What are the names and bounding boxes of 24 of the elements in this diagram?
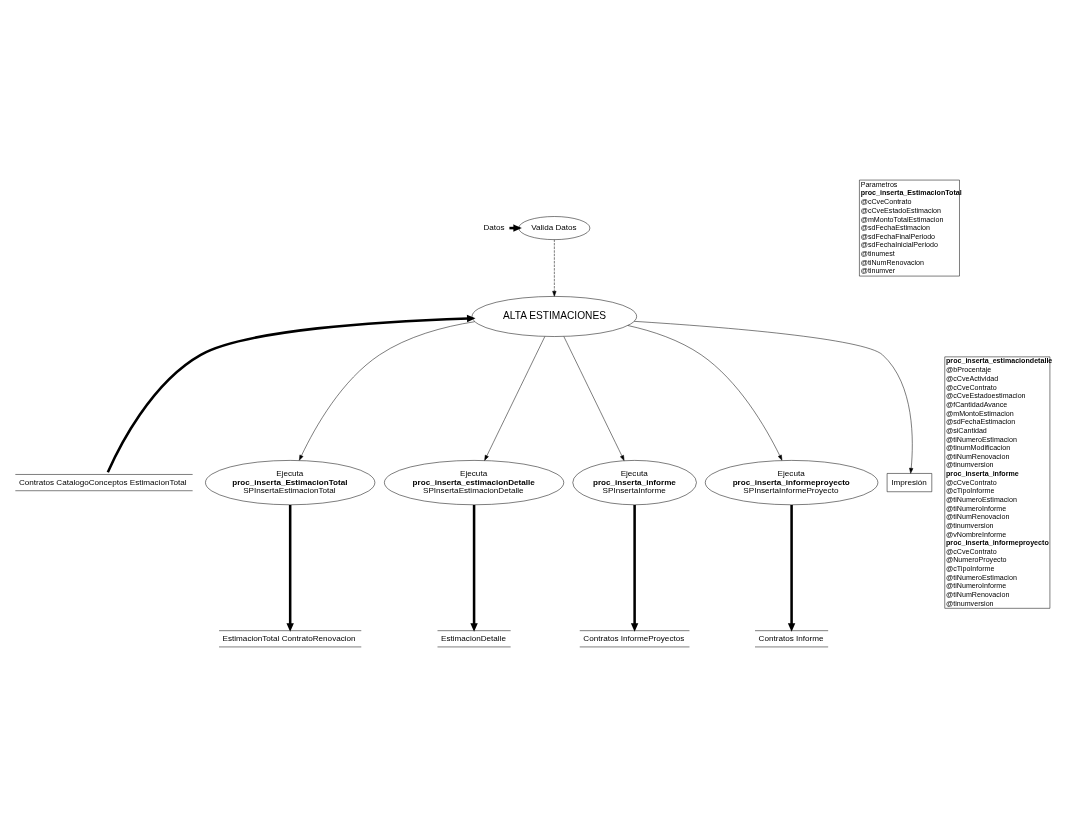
node-ellipse: ALTA ESTIMACIONES	[471, 296, 637, 337]
node-text: EstimacionDetalle	[441, 633, 506, 643]
arrow	[470, 505, 478, 632]
node-text: EstimacionTotal ContratoRenovacion	[222, 633, 356, 643]
node-text: Contratos CatalogoConceptos EstimacionTotal	[18, 477, 187, 487]
arrow	[286, 505, 294, 632]
node-text: Datos	[483, 223, 505, 232]
node-text: Contratos Informe	[758, 633, 824, 643]
node-ellipse: Ejecuta proc_inserta_estimacionDetalle SPInsertaEstimacionDetalle	[384, 460, 565, 506]
node-box: Impresión	[886, 473, 933, 492]
arrow	[299, 321, 475, 461]
arrow	[627, 325, 783, 461]
node-ellipse: Ejecuta proc_inserta_informeproyecto SPInsertaInformeProyecto	[705, 460, 879, 506]
node-ellipse: Valida Datos	[518, 216, 591, 240]
arrow	[630, 505, 639, 632]
arrow	[552, 239, 557, 297]
arrow	[563, 336, 625, 461]
arrow	[634, 321, 914, 474]
arrow	[484, 336, 546, 461]
node-ellipse: Ejecuta proc_inserta_informe SPInsertaInforme	[572, 460, 697, 506]
node-ellipse: Ejecuta proc_inserta_EstimacionTotal SPInsertaEstimacionTotal	[205, 460, 376, 506]
node-text: Contratos InformeProyectos	[583, 633, 685, 643]
arrow	[787, 505, 796, 632]
arrow	[106, 314, 476, 473]
